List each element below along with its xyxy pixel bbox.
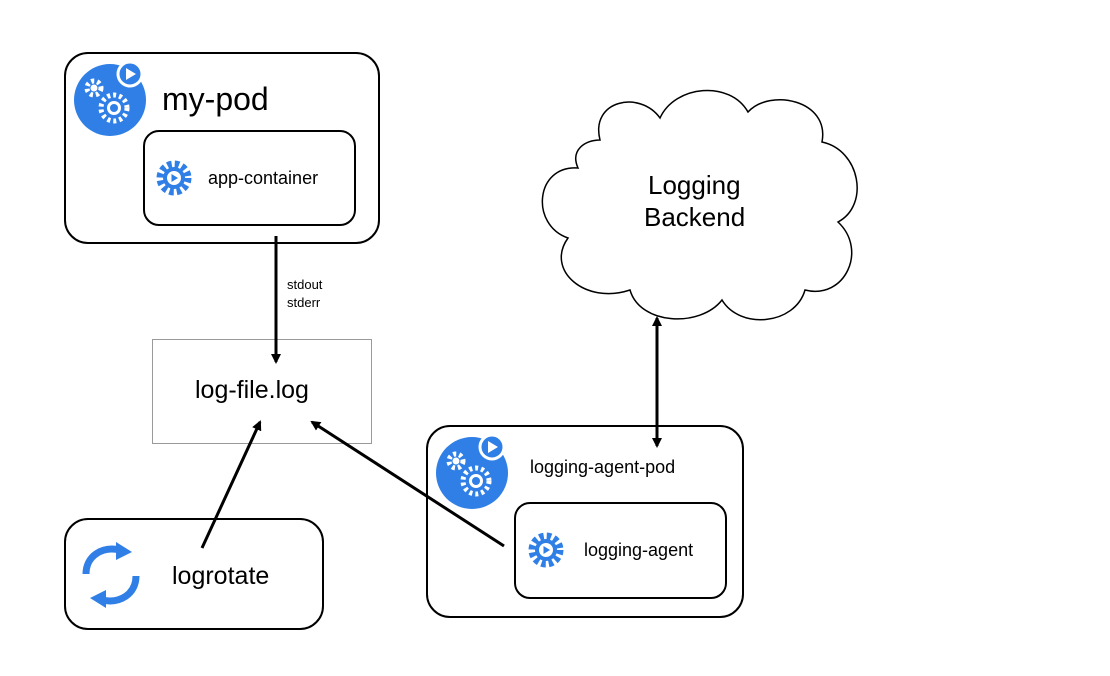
my-pod-title: my-pod xyxy=(162,81,269,117)
stream-label-stdout: stdout xyxy=(287,277,323,292)
arrow-logrotate-to-logfile xyxy=(200,420,262,549)
container-gear-icon xyxy=(156,160,192,196)
stream-label-stderr: stderr xyxy=(287,295,321,310)
log-file-box xyxy=(152,339,372,444)
agent-container-gear-icon xyxy=(528,532,564,568)
logging-agent-pod-title: logging-agent-pod xyxy=(530,457,676,477)
backend-label-line1: Logging xyxy=(648,170,741,200)
logrotate-box xyxy=(64,518,324,630)
rotate-arrows-icon xyxy=(82,542,140,608)
arrow-agent-to-logfile xyxy=(310,420,505,548)
app-container-label: app-container xyxy=(208,168,319,188)
logrotate-label: logrotate xyxy=(172,562,270,590)
backend-label-line2: Backend xyxy=(644,202,746,232)
pod-gears-icon xyxy=(74,60,146,136)
agent-pod-gears-icon xyxy=(436,433,508,509)
log-file-label: log-file.log xyxy=(195,376,309,404)
logging-agent-label: logging-agent xyxy=(584,540,694,560)
